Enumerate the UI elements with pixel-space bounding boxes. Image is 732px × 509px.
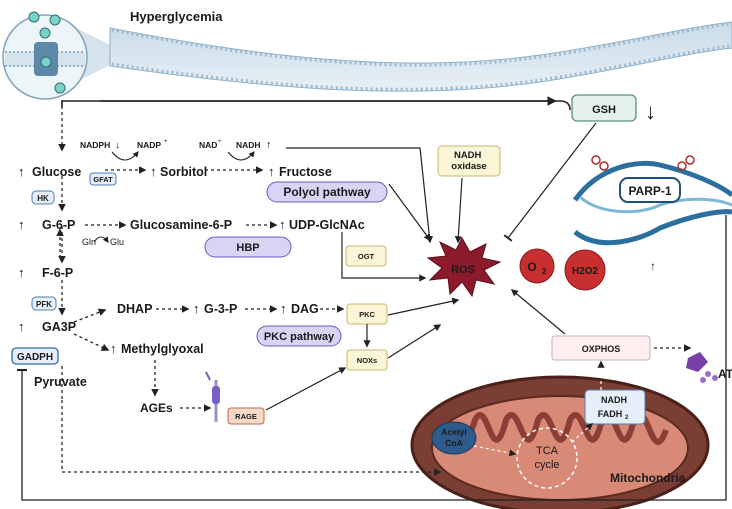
f6p-label: F-6-P — [42, 266, 73, 280]
rage-label: RAGE — [235, 412, 257, 421]
noxs-box — [346, 349, 388, 371]
glucose-up-arrow: ↑ — [18, 164, 25, 179]
pkc-box-label: PKC — [359, 310, 375, 319]
g6p-up-arrow: ↑ — [18, 217, 25, 232]
hbp-label: HBP — [236, 242, 259, 254]
dag-up-arrow: ↑ — [280, 301, 287, 316]
polyol-pathway-label: Polyol pathway — [283, 185, 371, 199]
nad-superscript: + — [218, 139, 222, 145]
ga3p-up-arrow: ↑ — [18, 319, 25, 334]
nadp-superscript: + — [164, 139, 168, 145]
fadh-label: FADH — [598, 409, 623, 419]
o2-subscript: 2 — [542, 267, 547, 276]
pfk-label: PFK — [36, 300, 52, 309]
sorbitol-up-arrow: ↑ — [150, 164, 157, 179]
nadh-fadh-box — [584, 389, 646, 425]
rage-box — [227, 407, 265, 425]
gsh-box — [571, 94, 637, 122]
dag-label: DAG — [291, 302, 319, 316]
g6p-label: G-6-P — [42, 218, 75, 232]
coa-label: CoA — [445, 438, 462, 448]
cycle-label: cycle — [534, 459, 559, 471]
pfk-box — [31, 296, 57, 311]
nadh-oxidase-label: NADH oxidase — [451, 150, 486, 172]
g3p-label: G-3-P — [204, 302, 237, 316]
gfat-box — [89, 172, 117, 186]
gfat-label: GFAT — [93, 175, 113, 184]
fructose-up-arrow: ↑ — [268, 164, 275, 179]
oxphos-label: OXPHOS — [582, 344, 621, 354]
scissors-icon — [591, 155, 695, 171]
title-label: Hyperglycemia — [130, 9, 223, 24]
nadh-oxidase-box — [437, 145, 501, 177]
dna-helix — [572, 160, 732, 246]
mitochondria-label: Mitochondria — [610, 471, 686, 485]
fructose-label: Fructose — [279, 165, 332, 179]
acetyl-coa-bubble — [431, 421, 477, 455]
glu-label: Glu — [110, 237, 124, 247]
gadph-box — [11, 347, 59, 365]
nadph-down-arrow: ↓ — [115, 140, 120, 151]
mito-nadh-label: NADH — [601, 395, 627, 405]
udp-glcnac-label: UDP-GlcNAc — [289, 218, 365, 232]
gln-label: Gln — [82, 237, 96, 247]
glucose-label: Glucose — [32, 165, 81, 179]
hk-box — [31, 190, 55, 205]
ogt-box — [345, 245, 387, 267]
o2-label: O — [527, 260, 536, 274]
ros-label: ROS — [451, 264, 475, 276]
h2o2-label: H2O2 — [572, 266, 599, 277]
glucosamine-label: Glucosamine-6-P — [130, 218, 232, 232]
atp-icon — [686, 352, 718, 383]
methylglyoxal-label: Methylglyoxal — [121, 342, 204, 356]
superoxide-bubble — [519, 248, 555, 284]
noxs-label: NOXs — [357, 356, 377, 365]
pkc-pathway-box — [256, 325, 342, 347]
dhap-label: DHAP — [117, 302, 152, 316]
ogt-label: OGT — [358, 252, 375, 261]
gsh-label: GSH — [592, 104, 616, 116]
g3p-up-arrow: ↑ — [193, 301, 200, 316]
parp-box — [619, 177, 681, 203]
oxphos-box — [551, 335, 651, 361]
membrane-band — [60, 20, 732, 92]
nadh-up-arrow: ↑ — [266, 139, 272, 151]
ga3p-label: GA3P — [42, 320, 76, 334]
nad-label: NAD — [199, 140, 217, 150]
cell-circle — [2, 11, 88, 100]
tca-label: TCA — [536, 445, 559, 457]
acetyl-label: Acetyl — [441, 427, 467, 437]
nadh-label: NADH — [236, 140, 261, 150]
pyruvate-label: Pyruvate — [34, 375, 87, 389]
pkc-pathway-label: PKC pathway — [264, 331, 335, 343]
methylglyoxal-up-arrow: ↑ — [110, 341, 117, 356]
atp-label: ATP — [718, 367, 732, 381]
nadph-label: NADPH — [80, 140, 110, 150]
ros-burst — [426, 236, 502, 298]
polyol-pathway-box — [266, 181, 388, 203]
hk-label: HK — [37, 194, 49, 203]
nadp-label: NADP — [137, 140, 161, 150]
hbp-box — [204, 236, 292, 258]
gsh-down-arrow: ↓ — [645, 99, 656, 124]
fadh-subscript: 2 — [625, 415, 629, 421]
parp-label: PARP-1 — [628, 184, 671, 198]
rage-receptor — [205, 371, 220, 422]
gadph-label: GADPH — [17, 352, 53, 363]
h2o2-bubble — [564, 249, 606, 291]
udp-up-arrow: ↑ — [279, 217, 286, 232]
tca-cycle-ring — [516, 427, 578, 489]
ages-label: AGEs — [140, 401, 173, 415]
sorbitol-label: Sorbitol — [160, 165, 207, 179]
parp-up-arrow: ↑ — [650, 259, 656, 273]
nadh-oxidase-label-line2: oxidase — [451, 161, 486, 172]
f6p-up-arrow: ↑ — [18, 265, 25, 280]
